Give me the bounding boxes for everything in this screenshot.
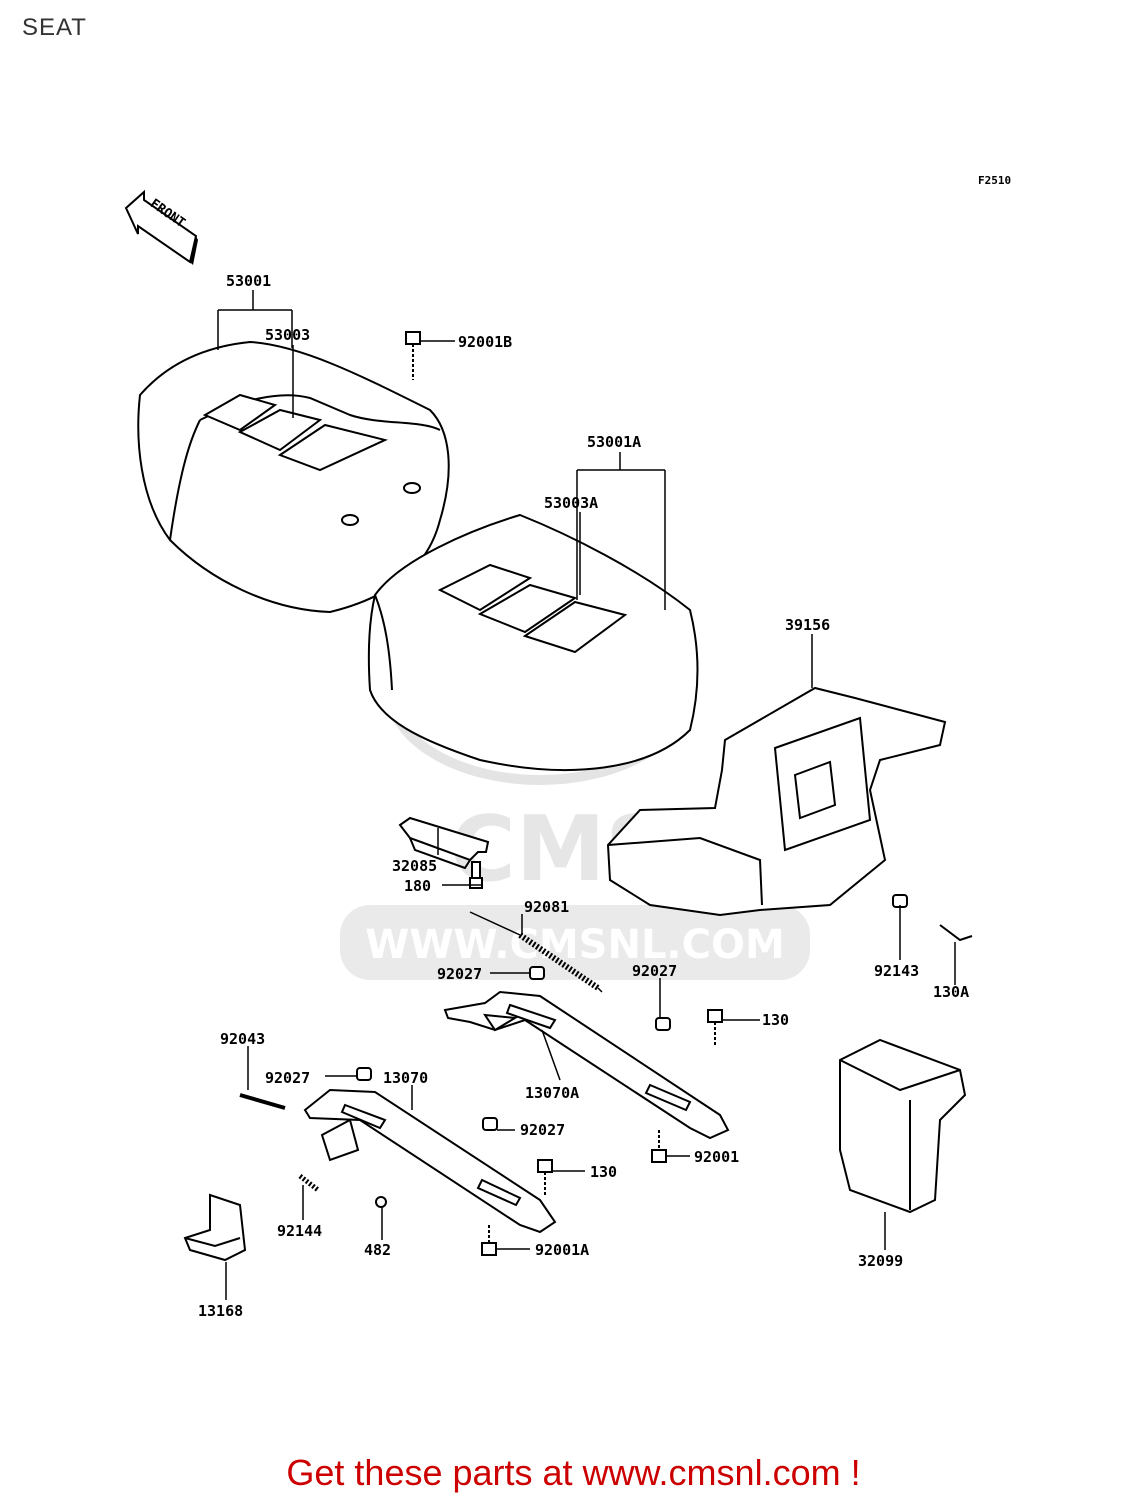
stay-13070A (443, 990, 730, 1140)
bracket-32085 (398, 816, 490, 870)
bag-32099 (839, 1038, 967, 1214)
collar-92027d-icon (482, 1117, 498, 1131)
part-label-180: 180 (404, 877, 431, 895)
bolt-92001-icon (651, 1149, 667, 1163)
front-arrow-icon: FRONT (124, 189, 198, 265)
collar-92027c-icon (356, 1067, 372, 1081)
part-label-13070A: 13070A (525, 1084, 579, 1102)
part-label-92043: 92043 (220, 1030, 265, 1048)
pin-92043-icon (239, 1093, 286, 1110)
spring-92081 (469, 911, 603, 993)
part-label-130A: 130A (933, 983, 969, 1001)
bolt-180-icon (471, 861, 481, 879)
part-labels: 53001 53003 92001B 53001A 53003A 39156 3… (198, 272, 969, 1320)
bolt-130A-icon (939, 924, 973, 942)
part-label-13070: 13070 (383, 1069, 428, 1087)
watermark-url: WWW.CMSNL.COM (365, 922, 785, 968)
part-label-53001: 53001 (226, 272, 271, 290)
figure-code: F2510 (978, 174, 1011, 187)
part-label-92144: 92144 (277, 1222, 322, 1240)
part-label-92027-c: 92027 (265, 1069, 310, 1087)
part-label-32085: 32085 (392, 857, 437, 875)
part-label-53003: 53003 (265, 326, 310, 344)
part-label-482: 482 (364, 1241, 391, 1259)
leader-lines (217, 290, 956, 1300)
collar-92027b-icon (655, 1017, 671, 1031)
bolt-92001A-icon (481, 1242, 497, 1256)
part-label-92001A: 92001A (535, 1241, 589, 1259)
part-label-53003A: 53003A (544, 494, 598, 512)
part-label-53001A: 53001A (587, 433, 641, 451)
part-label-92001: 92001 (694, 1148, 739, 1166)
seat-53001 (137, 340, 450, 614)
part-label-13168: 13168 (198, 1302, 243, 1320)
page-title: SEAT (22, 14, 87, 41)
part-label-130-b: 130 (590, 1163, 617, 1181)
tray-39156 (606, 686, 947, 917)
footer-link[interactable]: Get these parts at www.cmsnl.com ! (286, 1452, 861, 1493)
part-label-92001B: 92001B (458, 333, 512, 351)
collar-92027a-icon (529, 966, 545, 980)
part-label-92027-a: 92027 (437, 965, 482, 983)
plate-13168 (183, 1193, 247, 1262)
stay-13070 (303, 1088, 557, 1234)
clip-482-icon (375, 1196, 387, 1208)
seat-53001A (367, 513, 699, 771)
part-label-130-a: 130 (762, 1011, 789, 1029)
bolt-92001B-icon (405, 331, 421, 345)
part-label-32099: 32099 (858, 1252, 903, 1270)
part-label-39156: 39156 (785, 616, 830, 634)
nut-180-icon (469, 877, 483, 889)
part-label-92027-b: 92027 (632, 962, 677, 980)
fasteners (239, 331, 973, 1256)
bolt-130b-icon (537, 1159, 553, 1173)
part-label-92143: 92143 (874, 962, 919, 980)
part-label-92081: 92081 (524, 898, 569, 916)
bolt-130a-icon (707, 1009, 723, 1023)
part-label-92027-d: 92027 (520, 1121, 565, 1139)
